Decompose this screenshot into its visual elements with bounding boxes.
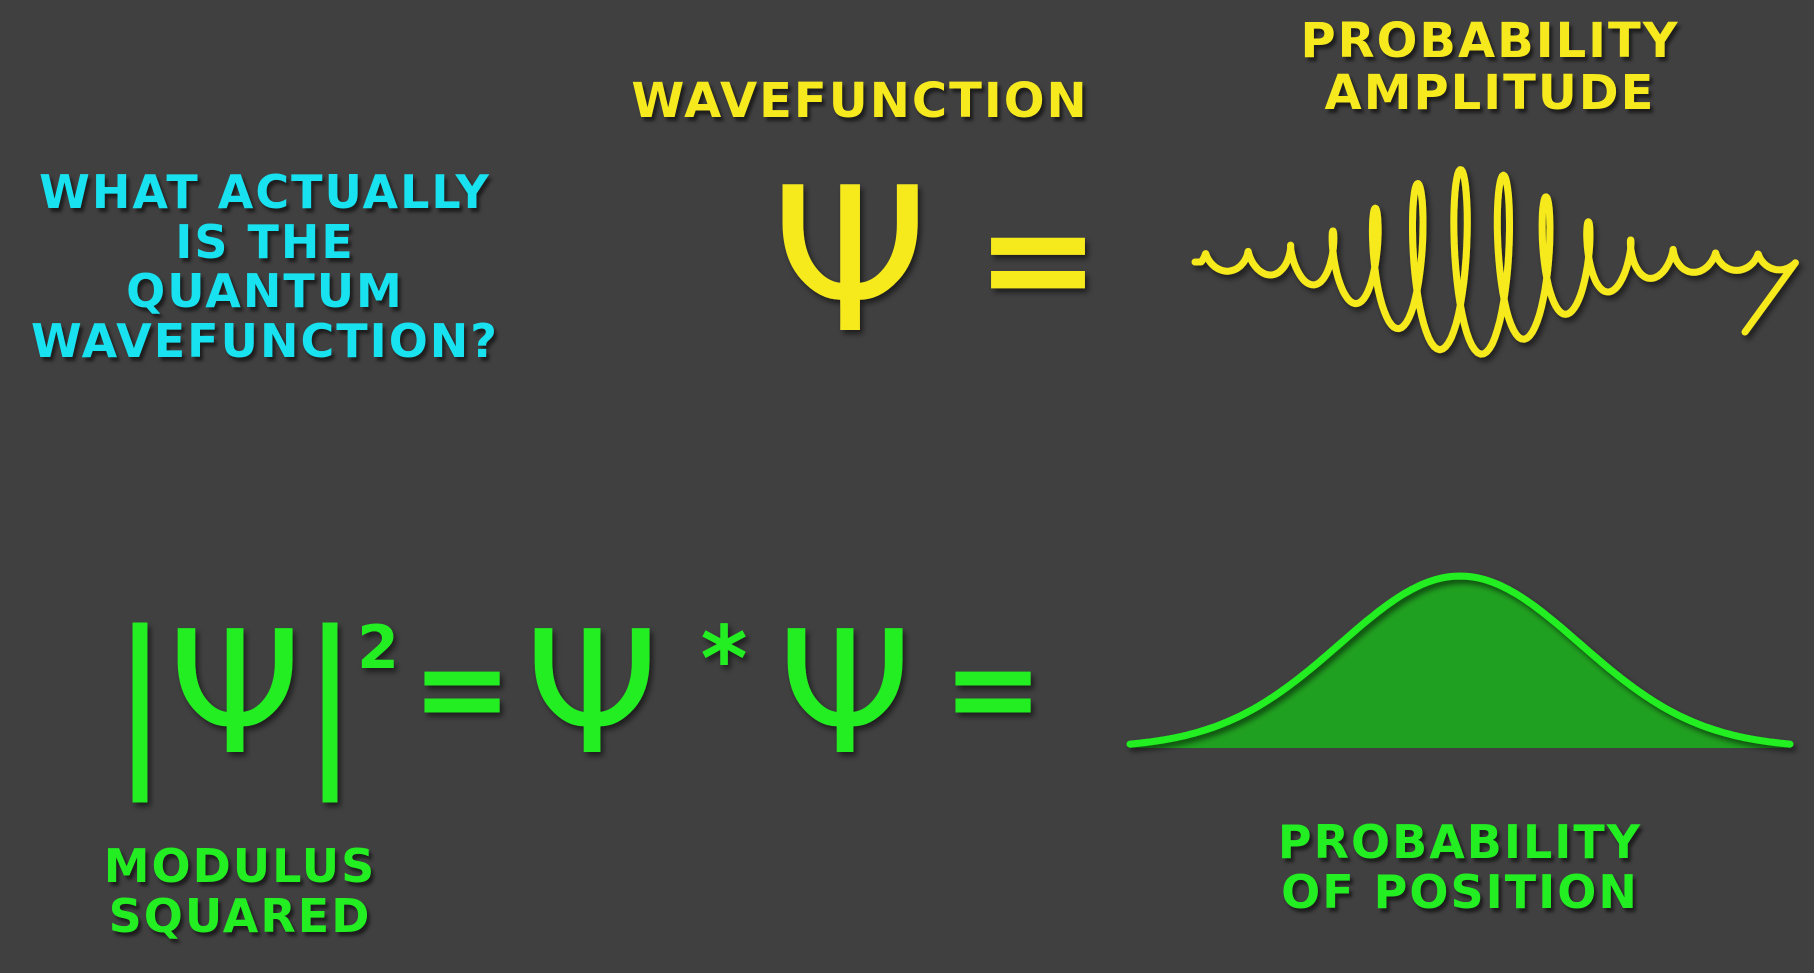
wavefunction-label: WAVEFUNCTION	[620, 73, 1100, 129]
psi-symbol-top: Ψ	[771, 145, 928, 378]
probability-curve-fill	[1130, 576, 1790, 748]
modulus-squared-line-2: SQUARED	[108, 888, 372, 943]
psi-symbol-modulus: Ψ	[168, 595, 302, 793]
equals-sign-bottom-1: =	[412, 620, 513, 759]
probability-of-position-line-1: PROBABILITY	[1277, 815, 1643, 869]
modulus-squared-line-1: MODULUS	[103, 839, 377, 893]
wavefunction-label-text: WAVEFUNCTION	[631, 73, 1089, 129]
equals-sign-top: =	[975, 172, 1101, 346]
probability-curve-line	[1126, 572, 1794, 748]
exponent-two: 2	[357, 613, 399, 683]
probability-of-position-label: PROBABILITY OF POSITION	[1240, 815, 1680, 919]
modulus-bar-right: |	[300, 594, 361, 803]
question-heading: WHAT ACTUALLY IS THE QUANTUM WAVEFUNCTIO…	[30, 165, 500, 369]
question-line-4: WAVEFUNCTION?	[31, 314, 499, 369]
wave-packet-drawing	[1191, 166, 1799, 358]
probability-amplitude-line-1: PROBABILITY	[1300, 13, 1680, 69]
psi-symbol-second: Ψ	[778, 595, 912, 793]
psi-symbol-conjugate: Ψ	[525, 595, 659, 793]
probability-of-position-line-2: OF POSITION	[1281, 864, 1639, 919]
question-line-3: QUANTUM	[126, 264, 404, 319]
complex-conjugate-asterisk: *	[700, 607, 747, 712]
modulus-squared-label: MODULUS SQUARED	[80, 839, 400, 943]
equals-sign-bottom-2: =	[943, 620, 1044, 759]
question-line-1: WHAT ACTUALLY	[39, 165, 491, 219]
question-line-2: IS THE	[175, 214, 355, 269]
probability-amplitude-line-2: AMPLITUDE	[1324, 64, 1656, 121]
modulus-bar-left: |	[110, 594, 171, 803]
probability-amplitude-label: PROBABILITY AMPLITUDE	[1240, 13, 1740, 121]
